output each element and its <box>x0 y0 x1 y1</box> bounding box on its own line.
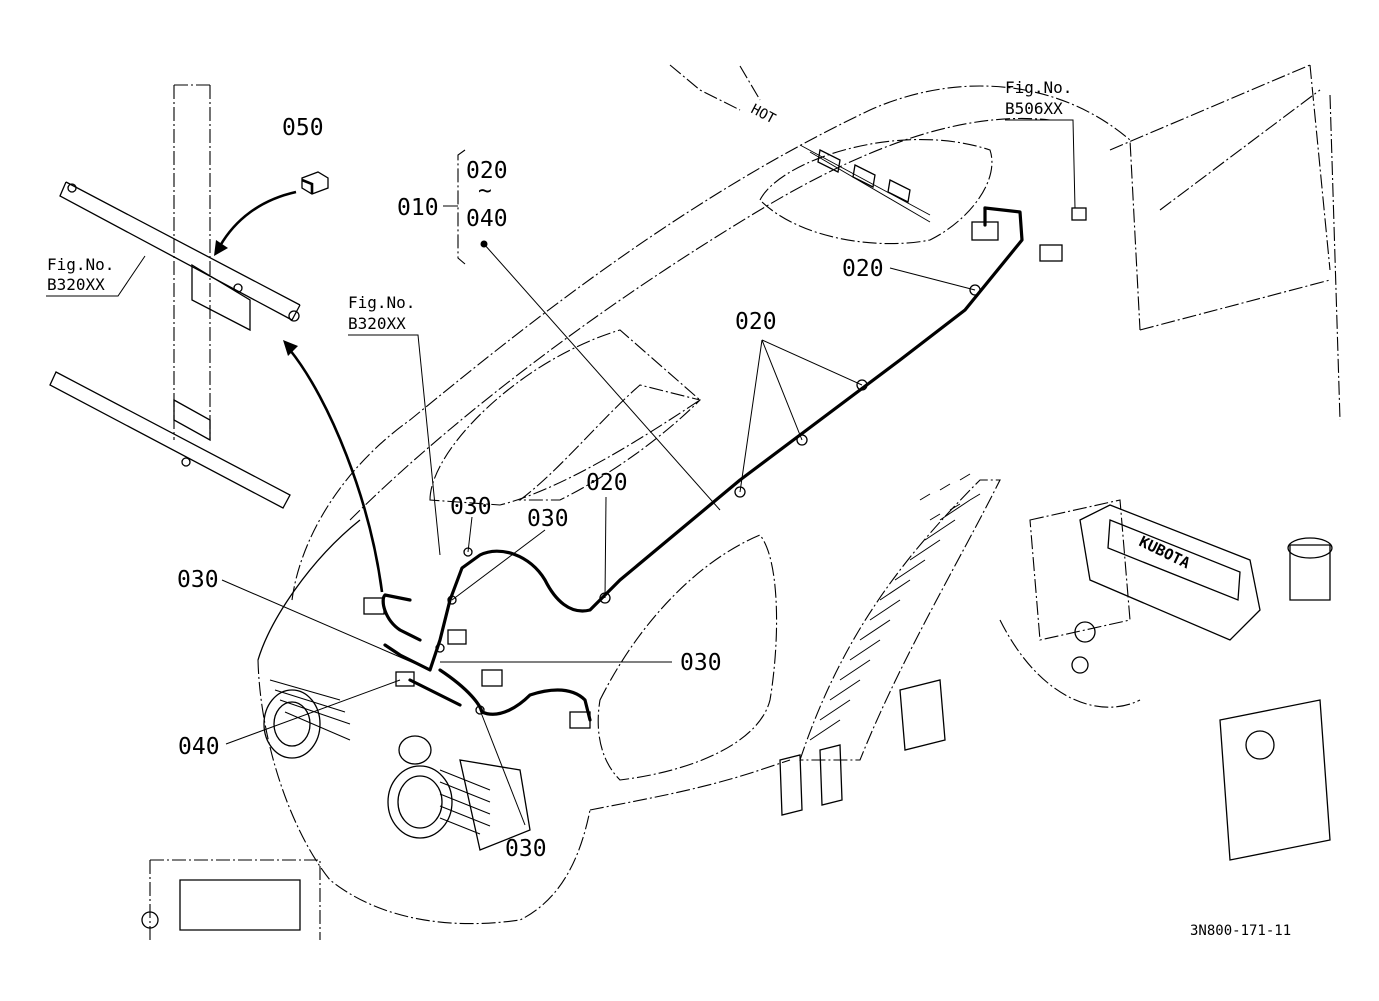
callout-range-end-040: 040 <box>466 206 508 232</box>
callout-050: 050 <box>282 115 324 141</box>
assembly-arrows <box>214 190 384 593</box>
callout-030-left: 030 <box>177 567 219 593</box>
engine-side <box>779 499 1141 816</box>
callout-labels: 050 010 020 ~ 040 020 020 020 030 030 03… <box>177 115 884 862</box>
air-cleaner: KUBOTA <box>1079 504 1333 861</box>
callout-030-top-left: 030 <box>450 494 492 520</box>
side-grille <box>799 473 1001 761</box>
front-frame <box>141 859 321 940</box>
figure-references: Fig.No. B320XX Fig.No. B320XX Fig.No. B5… <box>47 78 1072 333</box>
callout-030-right: 030 <box>680 650 722 676</box>
fig-ref-center-number: B320XX <box>348 314 406 333</box>
brand-embossing: KUBOTA <box>1136 532 1193 572</box>
callout-020-upper: 020 <box>842 256 884 282</box>
diagram-code: 3N800-171-11 <box>1190 923 1291 939</box>
callout-020-middle: 020 <box>735 309 777 335</box>
hood-outline: HOT <box>257 64 1341 925</box>
fig-ref-left-number: B320XX <box>47 275 105 294</box>
clip-part-050 <box>301 171 329 195</box>
callout-040: 040 <box>178 734 220 760</box>
headlight-assembly <box>263 679 531 851</box>
callout-030-bottom: 030 <box>505 836 547 862</box>
callout-030-top-right: 030 <box>527 506 569 532</box>
callout-010: 010 <box>397 195 439 221</box>
bracket-subview <box>49 84 301 509</box>
fig-ref-left-label: Fig.No. <box>47 255 114 274</box>
callout-range-tilde: ~ <box>478 178 492 204</box>
leader-lines <box>46 119 1076 826</box>
callout-range-start-020: 020 <box>466 158 508 184</box>
fig-ref-top-number: B506XX <box>1005 99 1063 118</box>
callout-020-lower: 020 <box>586 470 628 496</box>
hot-marking: HOT <box>748 101 778 127</box>
fig-ref-top-label: Fig.No. <box>1005 78 1072 97</box>
wiring-harness <box>363 206 1087 729</box>
fig-ref-center-label: Fig.No. <box>348 293 415 312</box>
